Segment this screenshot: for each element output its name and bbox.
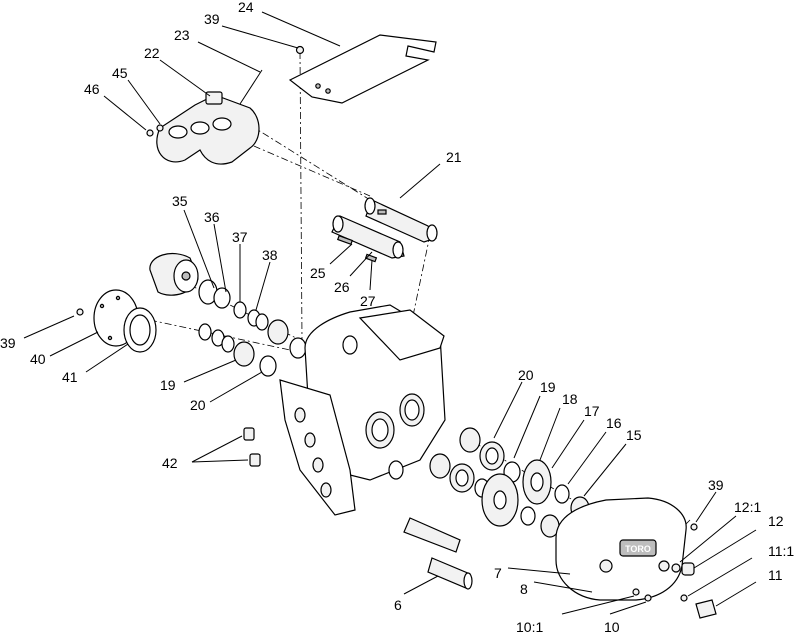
callout-20-left: 20 <box>190 397 206 413</box>
callout-39-right: 39 <box>708 477 724 493</box>
callout-22: 22 <box>144 45 160 61</box>
hydraulic-motor <box>149 253 199 296</box>
cover-fasteners <box>632 523 717 619</box>
callout-10: 10 <box>604 619 620 635</box>
callout-37: 37 <box>232 229 248 245</box>
callout-35: 35 <box>172 193 188 209</box>
callout-45: 45 <box>112 65 128 81</box>
fittings-42 <box>243 427 261 467</box>
washer-45 <box>156 124 164 132</box>
callout-42: 42 <box>162 455 178 471</box>
callout-40: 40 <box>30 351 46 367</box>
callout-39-top: 39 <box>204 11 220 27</box>
callout-46: 46 <box>84 81 100 97</box>
bolt-23 <box>239 69 263 105</box>
callout-23: 23 <box>174 27 190 43</box>
callout-39-left: 39 <box>0 335 16 351</box>
cam-assembly <box>156 91 260 165</box>
shaft-26 <box>331 215 405 259</box>
bearings-left <box>198 323 277 377</box>
seal-rings <box>198 279 307 359</box>
callout-41: 41 <box>62 369 78 385</box>
callout-15: 15 <box>626 427 642 443</box>
callout-10-1: 10:1 <box>516 619 543 635</box>
callout-8: 8 <box>520 581 528 597</box>
callout-27: 27 <box>360 293 376 309</box>
screw-39 <box>76 308 84 316</box>
callout-18: 18 <box>562 391 578 407</box>
callout-21: 21 <box>446 149 462 165</box>
key-27 <box>364 253 378 263</box>
side-bracket <box>279 379 356 516</box>
callout-11: 11 <box>768 567 783 583</box>
bolt-46 <box>146 129 154 137</box>
callout-36: 36 <box>204 209 220 225</box>
cover-logo: TORO <box>625 544 651 554</box>
callout-11-1: 11:1 <box>768 543 794 559</box>
callout-25: 25 <box>310 265 326 281</box>
callout-38: 38 <box>262 247 278 263</box>
callout-12: 12 <box>768 513 784 529</box>
key-25 <box>336 234 354 246</box>
callout-19-right: 19 <box>540 379 556 395</box>
callout-24: 24 <box>238 0 254 15</box>
right-gear-train <box>429 427 590 538</box>
top-plate <box>288 34 437 104</box>
gasket-41 <box>123 307 157 353</box>
plate-screw <box>295 45 305 55</box>
leader-lines <box>23 11 757 615</box>
callout-12-1: 12:1 <box>734 499 761 515</box>
callout-20-right: 20 <box>518 367 534 383</box>
callout-6: 6 <box>394 597 402 613</box>
shaft-21 <box>364 197 438 243</box>
gear-cover: TORO <box>555 497 687 601</box>
callout-17: 17 <box>584 403 600 419</box>
callout-19-left: 19 <box>160 377 176 393</box>
callout-26: 26 <box>334 279 350 295</box>
callout-16: 16 <box>606 415 622 431</box>
callout-7: 7 <box>494 565 502 581</box>
shaft-6 <box>403 517 473 590</box>
